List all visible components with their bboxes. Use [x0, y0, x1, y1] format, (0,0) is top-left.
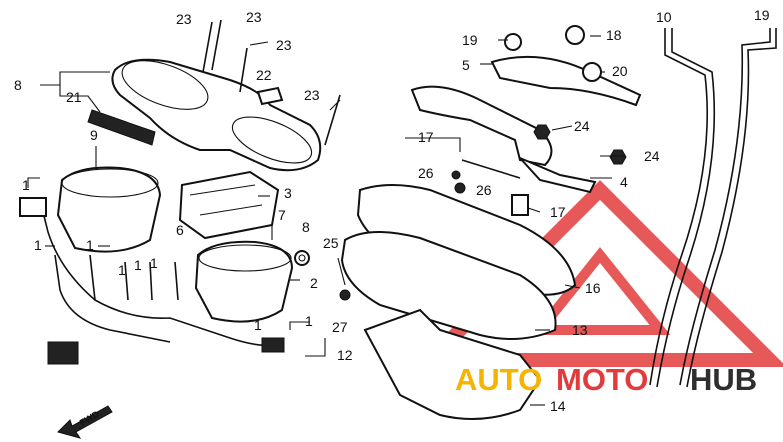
bracket-22 — [256, 86, 284, 106]
bolts-23 — [202, 19, 341, 146]
callout-7: 7 — [278, 207, 286, 223]
callout-2: 2 — [310, 275, 318, 291]
callout-10: 10 — [656, 9, 672, 25]
callout-1c: 1 — [86, 237, 94, 253]
callout-1a: 1 — [22, 177, 30, 193]
connector-block — [47, 341, 79, 365]
callout-15: 8 — [14, 77, 22, 93]
watermark-inner-triangle — [529, 246, 671, 335]
callout-12: 12 — [337, 347, 353, 363]
callout-1d: 1 — [118, 262, 126, 278]
callout-27: 27 — [332, 319, 348, 335]
indicator-strip-21 — [87, 109, 156, 146]
lower-case-14 — [363, 308, 542, 420]
callout-26b: 26 — [476, 182, 492, 198]
callout-13: 13 — [572, 322, 588, 338]
callout-18: 18 — [606, 27, 622, 43]
callout-19b: 20 — [612, 63, 628, 79]
watermark-text-hub: HUB — [690, 362, 757, 397]
callout-23c: 23 — [276, 37, 292, 53]
callout-23a: 23 — [176, 11, 192, 27]
callout-17b: 17 — [550, 204, 566, 220]
bracket-5 — [490, 25, 642, 107]
callout-1h: 1 — [305, 313, 313, 329]
nut-26b — [454, 182, 466, 194]
callout-5: 5 — [462, 57, 470, 73]
nut-24a — [533, 124, 551, 140]
nut-24b — [609, 149, 627, 165]
callout-24b: 24 — [644, 148, 660, 164]
bulb-socket — [19, 197, 47, 217]
gauge-9 — [56, 166, 162, 253]
callout-26a: 26 — [418, 165, 434, 181]
watermark-text-moto: MOTO — [556, 362, 648, 397]
callout-17a: 17 — [418, 129, 434, 145]
callout-3: 3 — [284, 185, 292, 201]
case-13 — [340, 230, 557, 340]
callout-20: 19 — [754, 7, 770, 23]
callout-labels: 8 21 9 23 23 23 22 23 1 1 1 1 1 1 1 1 6 … — [14, 7, 770, 414]
callout-22: 22 — [256, 67, 272, 83]
callout-6: 6 — [176, 222, 184, 238]
callout-21: 21 — [66, 89, 82, 105]
watermark-text-auto: AUTO — [455, 362, 542, 397]
callout-14: 14 — [550, 398, 566, 414]
callout-25: 25 — [323, 235, 339, 251]
callout-1g: 1 — [254, 317, 262, 333]
callout-16: 16 — [585, 280, 601, 296]
leader-lines — [27, 35, 625, 406]
tube-17 — [511, 194, 529, 216]
gauge-2 — [194, 240, 294, 323]
callout-1f: 1 — [150, 255, 158, 271]
callout-23b: 23 — [246, 9, 262, 25]
callout-1b: 1 — [34, 237, 42, 253]
fwd-indicator: FWD — [57, 405, 113, 439]
callout-23d: 23 — [304, 87, 320, 103]
callout-1e: 1 — [134, 257, 142, 273]
shaft-17 — [461, 159, 521, 179]
callout-4: 4 — [620, 174, 628, 190]
callout-9: 9 — [90, 127, 98, 143]
cables-10-20 — [649, 28, 777, 388]
upper-housing — [87, 58, 322, 172]
bracket-4 — [410, 85, 597, 194]
callout-24a: 24 — [574, 118, 590, 134]
watermark-text: AUTO MOTO HUB — [455, 362, 757, 397]
wire-harness-12 — [19, 197, 285, 365]
bolt-27 — [339, 289, 351, 301]
nut-26a — [451, 170, 461, 180]
callout-19a: 19 — [462, 32, 478, 48]
grommet-8 — [294, 250, 310, 266]
cover-3 — [178, 170, 280, 240]
callout-8: 8 — [302, 219, 310, 235]
